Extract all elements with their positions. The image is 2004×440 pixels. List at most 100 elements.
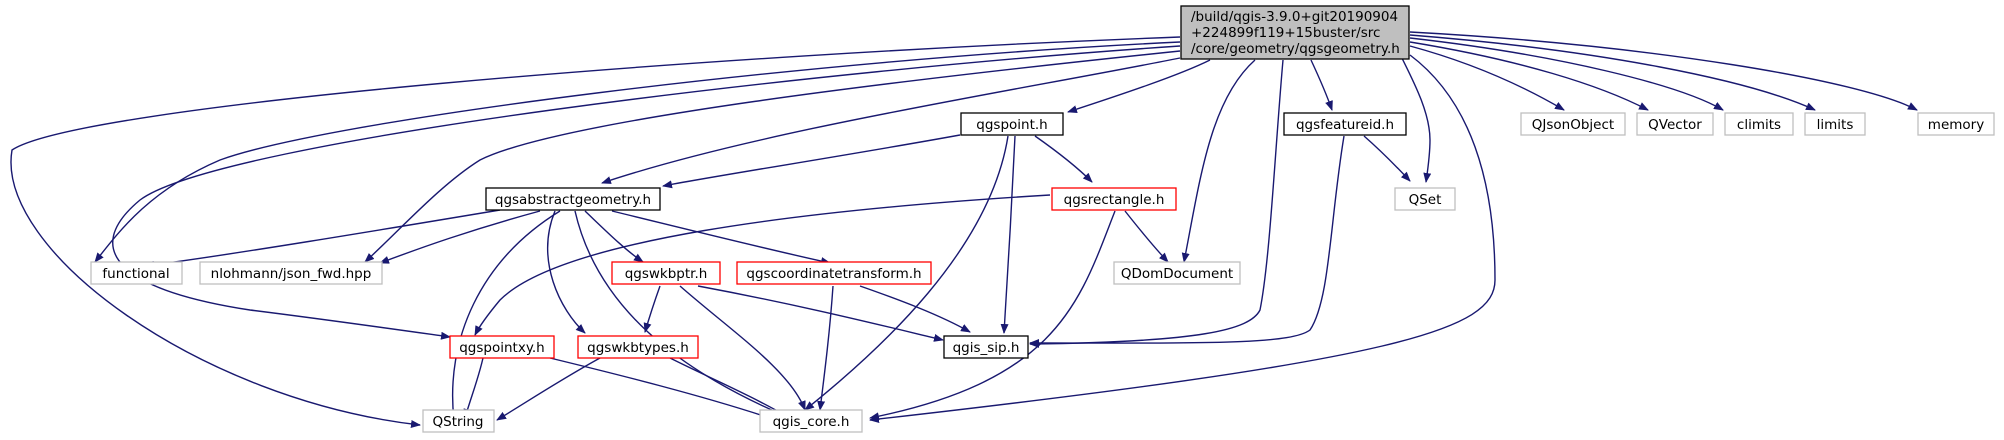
- edge-qgspoint-to-qgsrectangle: [1034, 135, 1093, 183]
- node-qjsonobject[interactable]: QJsonObject: [1520, 112, 1626, 136]
- node-memory-box: [1917, 112, 1995, 136]
- node-root-line-3: /core/geometry/qgsgeometry.h: [1191, 41, 1400, 57]
- edge-qgsrectangle-to-qdomdocument: [1124, 210, 1169, 263]
- edge-root-to-qgspoint: [1067, 59, 1211, 114]
- edge-root-to-qdomdocument: [1181, 59, 1256, 263]
- node-qgsfeatureid-box: [1283, 112, 1407, 136]
- node-functional[interactable]: functional: [90, 261, 183, 285]
- edge-qgsabstractgeometry-to-qgis-core: [574, 210, 791, 419]
- node-qset-box: [1394, 187, 1456, 211]
- edge-qgsabstractgeometry-to-json-fwd: [379, 210, 541, 264]
- edge-root-to-functional: [94, 41, 1181, 263]
- edge-root-to-qgspointxy: [112, 45, 1181, 340]
- node-qgscoordinatetransform[interactable]: qgscoordinatetransform.h: [736, 261, 932, 285]
- edge-qgswkbptr-to-qgswkbtypes: [643, 285, 661, 333]
- node-qgsrectangle-box: [1051, 187, 1177, 211]
- edge-root-to-qgsabstractgeometry: [601, 57, 1181, 184]
- node-qgswkbptr-box: [611, 261, 721, 285]
- node-qgsrectangle-label: qgsrectangle.h: [1064, 192, 1165, 208]
- node-qgspointxy-label: qgspointxy.h: [459, 340, 545, 356]
- edge-qgsrectangle-to-qgspointxy: [474, 194, 1051, 336]
- node-functional-box: [90, 261, 183, 285]
- node-qvector[interactable]: QVector: [1636, 112, 1714, 136]
- node-qgsfeatureid-label: qgsfeatureid.h: [1296, 117, 1394, 133]
- node-root-box: [1180, 5, 1410, 60]
- edge-qgswkbtypes-to-qgis-core: [669, 357, 791, 419]
- edge-qgsfeatureid-to-qgis-sip: [1029, 135, 1345, 348]
- edge-qgspoint-to-qgis-sip: [1000, 135, 1016, 334]
- node-qgswkbptr[interactable]: qgswkbptr.h: [611, 261, 721, 285]
- edge-qgsabstractgeometry-to-functional: [144, 209, 501, 269]
- node-qgis-core-box: [759, 409, 863, 433]
- node-qstring-label: QString: [433, 414, 484, 430]
- edge-qgsabstractgeometry-to-qgscoordinatetransform: [611, 210, 831, 266]
- node-qgswkbtypes[interactable]: qgswkbtypes.h: [577, 335, 699, 359]
- node-qgspointxy[interactable]: qgspointxy.h: [449, 335, 555, 359]
- node-root-line-1: /build/qgis-3.9.0+git20190904: [1191, 9, 1398, 25]
- edge-qgsabstractgeometry-to-qgswkbptr: [584, 210, 644, 263]
- node-qgis-sip-box: [943, 335, 1029, 359]
- node-qgis-core-label: qgis_core.h: [773, 414, 850, 430]
- edge-root-to-qgis-sip: [1029, 59, 1284, 348]
- node-functional-label: functional: [102, 266, 169, 282]
- edge-root-to-qjsonobject: [1409, 45, 1565, 111]
- edge-qgsrectangle-to-qgis-core: [869, 210, 1116, 421]
- edge-root-to-qstring: [10, 36, 1181, 428]
- node-climits-box: [1724, 112, 1794, 136]
- edge-root-to-climits: [1409, 37, 1724, 111]
- node-qgspoint-box: [960, 112, 1064, 136]
- edge-root-to-qvector: [1409, 41, 1649, 111]
- node-qgsabstractgeometry[interactable]: qgsabstractgeometry.h: [485, 187, 661, 211]
- node-qjsonobject-label: QJsonObject: [1532, 117, 1614, 133]
- edge-qgspoint-to-qgsabstractgeometry: [662, 134, 961, 189]
- node-qjsonobject-box: [1520, 112, 1626, 136]
- node-qdomdocument[interactable]: QDomDocument: [1113, 261, 1241, 285]
- node-climits-label: climits: [1737, 117, 1781, 133]
- node-qgswkbtypes-label: qgswkbtypes.h: [587, 340, 689, 356]
- node-qstring[interactable]: QString: [422, 409, 495, 433]
- node-root-qgsgeometry[interactable]: /build/qgis-3.9.0+git20190904 +224899f11…: [1180, 5, 1410, 60]
- node-qgsfeatureid[interactable]: qgsfeatureid.h: [1283, 112, 1407, 136]
- node-json-fwd-label: nlohmann/json_fwd.hpp: [211, 266, 372, 282]
- node-root-line-2: +224899f119+15buster/src: [1191, 25, 1380, 41]
- node-qgis-sip-label: qgis_sip.h: [953, 340, 1020, 356]
- node-qgscoordinatetransform-label: qgscoordinatetransform.h: [746, 266, 921, 282]
- node-qgswkbptr-label: qgswkbptr.h: [625, 266, 708, 282]
- node-qgscoordinatetransform-box: [736, 261, 932, 285]
- node-qgis-sip[interactable]: qgis_sip.h: [943, 335, 1029, 359]
- node-qgsabstractgeometry-box: [485, 187, 661, 211]
- edge-qgspointxy-to-qgis-core: [549, 357, 771, 419]
- edge-root-to-qset: [1397, 49, 1432, 183]
- edge-root-to-json-fwd: [364, 50, 1181, 263]
- node-qgsabstractgeometry-label: qgsabstractgeometry.h: [495, 192, 651, 208]
- node-limits-label: limits: [1817, 117, 1854, 133]
- edge-qgscoordinatetransform-to-qgis-core: [817, 285, 834, 411]
- edge-qgswkbptr-to-qgis-core: [679, 285, 806, 411]
- node-qgsrectangle[interactable]: qgsrectangle.h: [1051, 187, 1177, 211]
- node-qgswkbtypes-box: [577, 335, 699, 359]
- node-memory[interactable]: memory: [1917, 112, 1995, 136]
- node-json-fwd[interactable]: nlohmann/json_fwd.hpp: [199, 261, 383, 285]
- edge-qgswkbptr-to-qgis-sip: [697, 285, 944, 342]
- node-limits[interactable]: limits: [1804, 112, 1866, 136]
- edge-qgsabstractgeometry-to-qgswkbtypes: [547, 210, 586, 334]
- node-qstring-box: [422, 409, 495, 433]
- node-qdomdocument-label: QDomDocument: [1121, 266, 1233, 282]
- edge-root-to-qgis-core: [869, 54, 1496, 423]
- node-qset-label: QSet: [1409, 192, 1442, 208]
- edge-qgsabstractgeometry-to-qstring: [449, 210, 561, 421]
- node-qvector-label: QVector: [1648, 117, 1702, 133]
- node-json-fwd-box: [199, 261, 383, 285]
- node-qgis-core[interactable]: qgis_core.h: [759, 409, 863, 433]
- node-limits-box: [1804, 112, 1866, 136]
- edge-qgspointxy-to-qstring: [463, 357, 484, 419]
- nodes: /build/qgis-3.9.0+git20190904 +224899f11…: [90, 5, 1995, 433]
- node-qgspoint[interactable]: qgspoint.h: [960, 112, 1064, 136]
- node-memory-label: memory: [1928, 117, 1984, 133]
- node-qset[interactable]: QSet: [1394, 187, 1456, 211]
- node-qvector-box: [1636, 112, 1714, 136]
- node-qgspoint-label: qgspoint.h: [976, 117, 1047, 133]
- node-qdomdocument-box: [1113, 261, 1241, 285]
- node-climits[interactable]: climits: [1724, 112, 1794, 136]
